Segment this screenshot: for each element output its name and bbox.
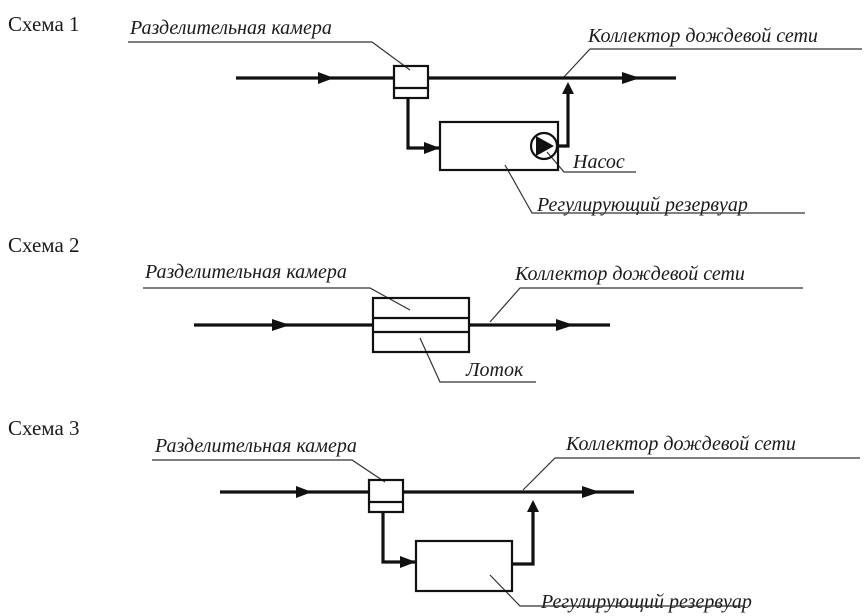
scheme3-collector-leader [522,457,860,491]
scheme3-separation-chamber-leader [152,459,386,483]
scheme1-collector-leader [562,48,862,79]
scheme1-outlet-arrow [622,72,640,84]
scheme1-riser-arrow [562,82,574,94]
scheme3-reservoir-inlet-arrow [400,556,416,568]
scheme1-diagram [128,41,862,214]
scheme2-tray-label: Лоток [466,359,524,381]
scheme2-separation-chamber-label: Разделительная камера [145,261,347,283]
scheme3-separation-chamber-label: Разделительная камера [155,435,357,457]
scheme2-title: Схема 2 [8,233,80,257]
scheme1-inlet-arrow [318,72,334,84]
scheme2-separation-chamber [371,296,471,354]
scheme3-reservoir-inlet-pipe [381,512,416,564]
scheme3-diagram [152,457,860,607]
scheme2-tray-leader [419,337,536,383]
scheme1-reservoir-inlet-arrow [424,142,440,154]
scheme2-separation-chamber-leader [143,287,411,311]
scheme1-pump-triangle [536,136,554,156]
scheme2-diagram [143,287,803,383]
scheme3-reservoir-leader [489,574,745,607]
scheme1-riser-pipe [557,90,570,148]
scheme2-collector-label: Коллектор дождевой сети [515,263,745,285]
scheme1-pump-label: Насос [573,151,625,173]
scheme3-reservoir-label: Регулирующий резервуар [541,591,752,613]
scheme3-inlet-arrow [296,486,312,498]
scheme1-reservoir-label: Регулирующий резервуар [537,194,748,216]
scheme3-riser-pipe [512,508,535,566]
scheme1-collector-label: Коллектор дождевой сети [588,25,818,47]
scheme1-separation-chamber-label: Разделительная камера [130,17,332,39]
scheme2-collector-leader [489,287,803,323]
scheme1-separation-chamber-leader [128,41,411,71]
scheme3-separation-chamber [367,478,405,514]
scheme1-title: Схема 1 [8,12,80,36]
scheme1-reservoir-inlet-pipe [406,98,440,150]
scheme2-outlet-arrow [556,319,574,331]
scheme3-outlet-arrow [582,486,600,498]
scheme3-riser-arrow [527,500,539,512]
scheme3-reservoir [414,539,514,593]
scheme1-reservoir-leader [504,164,805,214]
scheme1-separation-chamber [392,64,430,100]
scheme3-collector-label: Коллектор дождевой сети [566,433,796,455]
scheme1-pump-leader [546,151,636,173]
scheme2-inlet-arrow [272,319,290,331]
scheme3-title: Схема 3 [8,416,80,440]
